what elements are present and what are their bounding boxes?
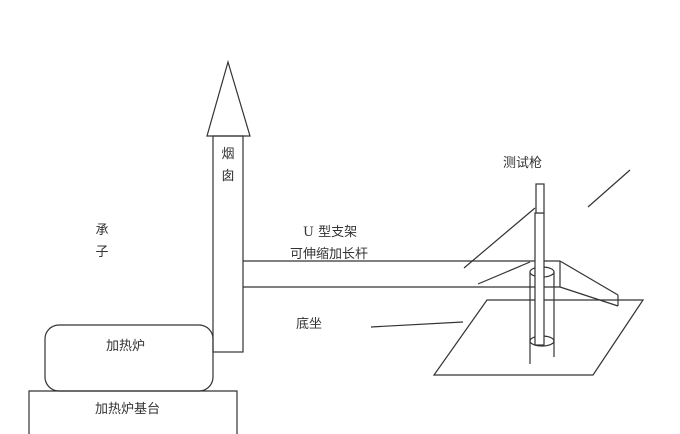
base-label: 底坐 <box>296 317 323 332</box>
furnace-platform-label: 加热炉基台 <box>95 402 161 417</box>
test-gun-label: 测试枪 <box>503 156 543 171</box>
u-bracket-label: U 型支架 <box>303 225 358 240</box>
heating-furnace <box>44 324 214 392</box>
chimney <box>212 135 244 353</box>
test-gun-tip <box>535 183 545 214</box>
extension-rod-label: 可伸缩加长杆 <box>290 247 369 262</box>
furnace-platform <box>28 390 238 434</box>
heating-furnace-label: 加热炉 <box>106 339 146 354</box>
test-gun-rod <box>534 212 545 346</box>
chimney-cap <box>206 59 251 137</box>
bearer-label: 承 子 <box>95 223 109 260</box>
base-plate <box>432 299 645 376</box>
chimney-label: 烟 囱 <box>221 147 235 184</box>
